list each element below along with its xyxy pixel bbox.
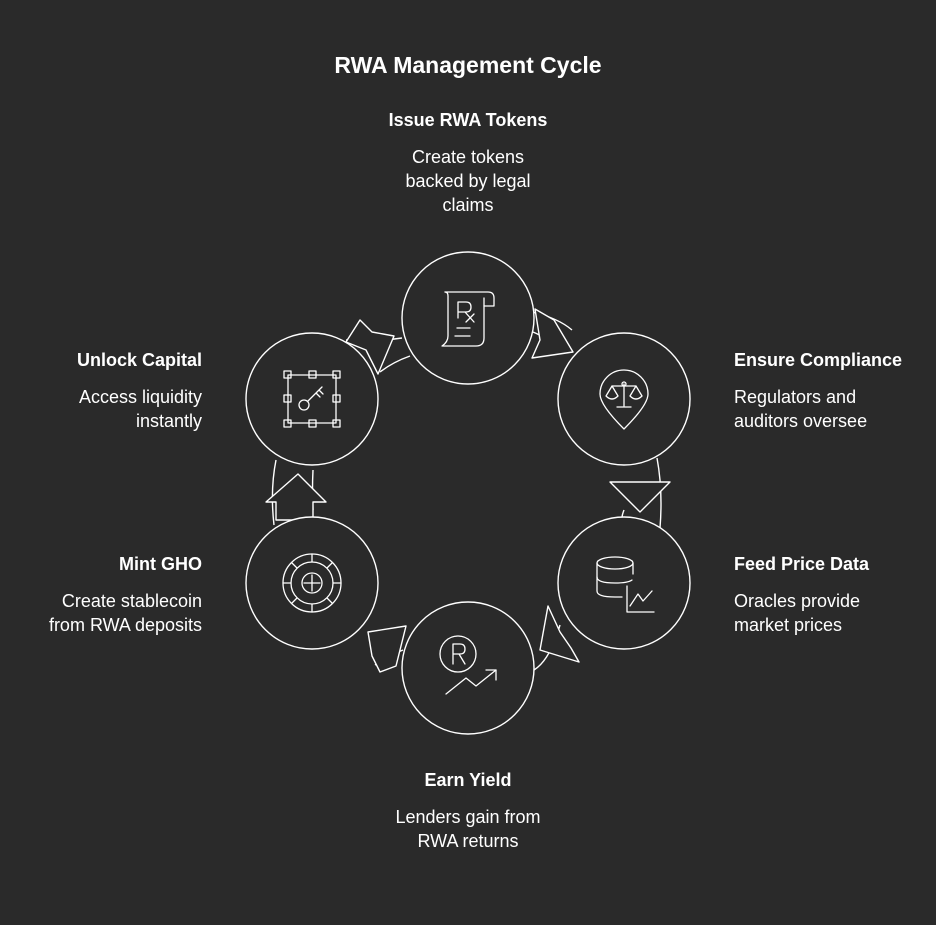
step-feed-description: Oracles provide market prices bbox=[734, 591, 861, 635]
step-feed-heading: Feed Price Data bbox=[734, 554, 870, 574]
registered-trend-icon bbox=[439, 635, 497, 695]
arrow-earn-to-mint bbox=[367, 625, 407, 673]
arrow-mint-to-unlock bbox=[265, 473, 327, 521]
arrow-feed-to-earn bbox=[539, 605, 580, 663]
step-earn-heading: Earn Yield bbox=[424, 770, 512, 790]
scales-pin-icon bbox=[599, 369, 649, 430]
node-unlock-capital bbox=[245, 332, 379, 466]
key-frame-icon bbox=[283, 370, 341, 428]
step-issue-description: Create tokens backed by legal claims bbox=[405, 147, 531, 215]
step-mint-heading: Mint GHO bbox=[119, 554, 202, 574]
ring-arc bbox=[271, 459, 277, 526]
step-earn-description: Lenders gain from RWA returns bbox=[395, 807, 541, 851]
node-earn-yield bbox=[401, 601, 535, 735]
cycle-arrows bbox=[265, 308, 671, 673]
arrow-compliance-to-feed bbox=[609, 481, 671, 513]
step-compliance-description: Regulators and auditors oversee bbox=[734, 387, 868, 431]
arrow-issue-to-compliance bbox=[531, 308, 574, 359]
diagram-title: RWA Management Cycle bbox=[334, 52, 602, 78]
node-issue-rwa-tokens bbox=[401, 251, 535, 385]
database-chart-icon bbox=[596, 556, 655, 613]
prescription-document-icon bbox=[441, 291, 495, 347]
ring-arc bbox=[379, 355, 411, 373]
step-unlock-heading: Unlock Capital bbox=[76, 350, 202, 370]
step-unlock-description: Access liquidity instantly bbox=[78, 387, 202, 431]
arrow-unlock-to-issue bbox=[345, 319, 395, 375]
step-mint-description: Create stablecoin from RWA deposits bbox=[48, 591, 202, 635]
step-issue-heading: Issue RWA Tokens bbox=[388, 110, 548, 130]
step-compliance-heading: Ensure Compliance bbox=[734, 350, 903, 370]
roulette-wheel-icon bbox=[282, 553, 342, 613]
